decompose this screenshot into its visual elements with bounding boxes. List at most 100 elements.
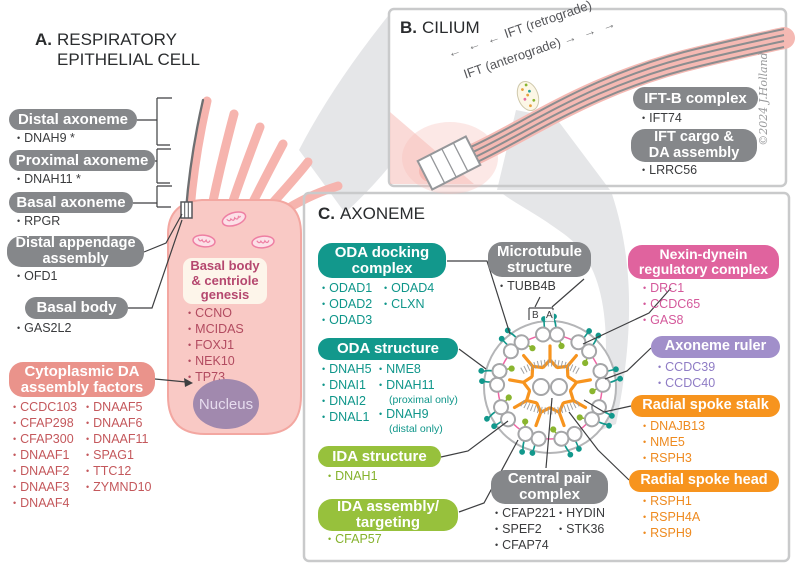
label-proximal-axoneme: Proximal axoneme [9,150,155,171]
gene-list-central-col1: CFAP221SPEF2CFAP74 [495,506,556,554]
gene-list-ruler: CCDC39CCDC40 [658,360,715,392]
gene-list-basal-body: GAS2L2 [17,321,71,337]
label-ift-b-complex: IFT-B complex [633,87,758,110]
gene-item: RSPH3 [643,451,705,467]
gene-item: DNAH11 [379,378,458,394]
tubule-a-label: A [545,310,554,321]
gene-item: DNAH1 [328,469,377,485]
panel-a-title: A.RESPIRATORY EPITHELIAL CELL [35,30,200,70]
gene-item: DNAH11 * [17,172,81,188]
mitochondrion [192,234,216,248]
gene-list-iftb: IFT74 [642,111,682,127]
gene-list-head: RSPH1RSPH4ARSPH9 [643,494,700,542]
gene-item: DRC1 [643,281,700,297]
gene-list-stalk: DNAJB13NME5RSPH3 [643,419,705,467]
panel-a-letter: A. [35,30,52,49]
gene-item: DNAJB13 [643,419,705,435]
artist-signature: ©2024 J.Holland [757,52,770,146]
gene-item: SPEF2 [495,522,556,538]
label-ida-structure: IDA structure [318,446,441,467]
label-distal-axoneme: Distal axoneme [9,109,137,130]
ift-particle [516,80,540,112]
basal-body-stripes [184,202,189,218]
gene-item: ZYMND10 [86,480,151,496]
gene-item: STK36 [559,522,605,538]
gene-note-proximal: (proximal only) [389,394,458,406]
gene-item: CFAP298 [13,416,77,432]
gene-item: CCDC39 [658,360,715,376]
label-basal-body: Basal body [25,297,128,319]
gene-item: DNAL1 [322,410,372,426]
cilium-membrane-band [419,27,795,182]
gene-list-ida-structure: DNAH1 [328,469,377,485]
label-axoneme-ruler: Axoneme ruler [651,336,780,358]
cilium-illustration [390,27,795,194]
label-microtubule-structure: Microtubule structure [488,242,591,277]
gene-item: HYDIN [559,506,605,522]
label-basal-body-centriole-genesis: Basal body & centriole genesis [183,258,267,304]
gene-item: ODAD3 [322,313,372,329]
central-pair-microtubule [532,378,550,396]
gene-list-distal-appendage: OFD1 [17,269,57,285]
gene-item: ODAD4 [384,281,434,297]
label-ida-assembly-targeting: IDA assembly/ targeting [318,499,458,531]
panel-b-title-text: CILIUM [422,18,480,37]
tubule-b-label: B [531,310,540,321]
gene-item: TUBB4B [500,279,556,295]
gene-item: RSPH1 [643,494,700,510]
label-nexin-dynein-regulatory-complex: Nexin-dynein regulatory complex [628,245,779,279]
gene-list-cargo: LRRC56 [642,163,697,179]
gene-item: NME5 [643,435,705,451]
gene-item: CLXN [384,297,434,313]
panel-c-title: C.AXONEME [318,204,425,224]
cilium-microtubule-lines [429,28,785,181]
gene-item: OFD1 [17,269,57,285]
gene-list-cyto-col2: DNAAF5DNAAF6DNAAF11SPAG1TTC12ZYMND10 [86,400,152,496]
label-basal-axoneme: Basal axoneme [9,192,133,213]
basal-body-shape [180,201,193,219]
gene-item: DNAAF1 [13,448,77,464]
gene-item: SPAG1 [86,448,152,464]
panel-b-title: B.CILIUM [400,18,480,38]
gene-item: DNAAF11 [86,432,152,448]
cilium-basal-body [416,135,482,191]
gene-list-oda-structure-col1: DNAH5DNAI1DNAI2DNAL1 [322,362,372,426]
gene-item: DNAI2 [322,394,372,410]
label-ift-cargo-da-assembly: IFT cargo & DA assembly [631,129,757,162]
labeled-cilium-line [184,98,205,212]
gene-item: DNAAF2 [13,464,77,480]
gene-item: NEK10 [188,354,244,370]
gene-item: CCDC103 [13,400,77,416]
gene-item: CFAP74 [495,538,556,554]
gene-item: CCDC65 [643,297,700,313]
gene-item: CCNO [188,306,244,322]
gene-item: DNAH9 * [17,131,75,147]
gene-item: DNAH9 [379,407,458,423]
panel-a-title-line1: RESPIRATORY [57,30,177,49]
gene-list-basal-axoneme: RPGR [17,214,60,230]
zoom-funnel-cell-to-cilium [299,16,388,213]
label-oda-docking-complex: ODA docking complex [318,243,446,278]
gene-item: LRRC56 [642,163,697,179]
gene-item: ODAD2 [322,297,372,313]
gene-item: CFAP221 [495,506,556,522]
gene-item: GAS2L2 [17,321,71,337]
mitochondrion [221,211,247,227]
gene-item: RSPH9 [643,526,700,542]
gene-note-distal: (distal only) [389,422,443,435]
gene-list-genesis: CCNOMCIDASFOXJ1NEK10TP73 [188,306,244,386]
label-central-pair-complex: Central pair complex [491,470,608,504]
gene-list-ida-assembly: CFAP57 [328,532,382,548]
label-radial-spoke-stalk: Radial spoke stalk [631,395,780,417]
gene-item: TTC12 [86,464,152,480]
mitochondrion [251,235,275,249]
gene-item: CFAP300 [13,432,77,448]
label-radial-spoke-head: Radial spoke head [629,470,779,492]
nucleus-label: Nucleus [193,379,259,429]
label-cytoplasmic-da-assembly: Cytoplasmic DA assembly factors [9,362,155,397]
cilia [185,96,343,215]
gene-item: DNAAF3 [13,480,77,496]
central-pair-microtubule [550,378,568,396]
gene-list-distal-axoneme: DNAH9 * [17,131,75,147]
